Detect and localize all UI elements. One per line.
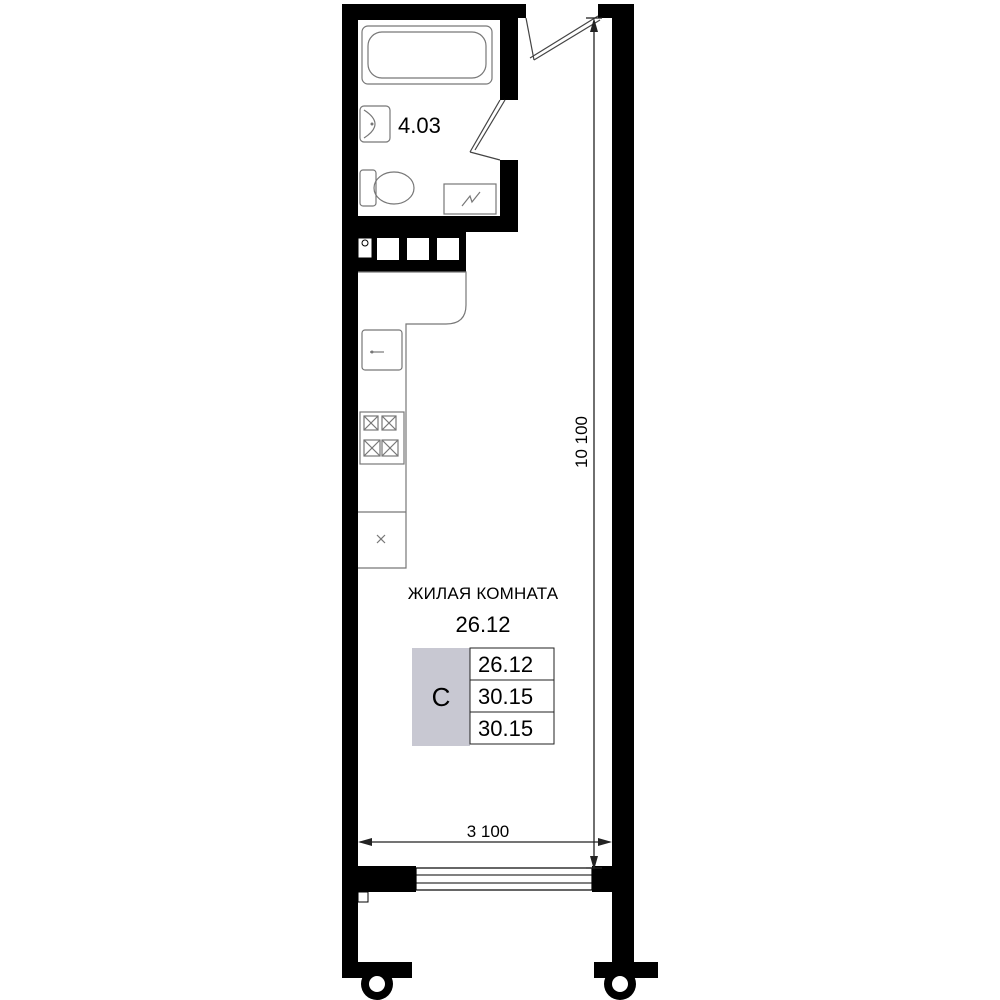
living-room-area: 26.12 xyxy=(455,612,510,637)
balcony-outlet xyxy=(357,891,369,903)
balcony-post-inner xyxy=(369,976,385,992)
ventilation-shafts xyxy=(357,237,459,260)
shower-box xyxy=(443,183,497,215)
area-summary-table: С 26.12 30.15 30.15 xyxy=(412,647,555,746)
dimension-width-label: 3 100 xyxy=(467,822,510,841)
apartment-type-cell xyxy=(412,648,470,746)
kitchen-sink xyxy=(361,329,403,371)
apartment-type-label: С xyxy=(432,682,451,712)
dimension-length-label: 10 100 xyxy=(572,416,591,468)
living-area-value: 26.12 xyxy=(478,652,533,677)
sink xyxy=(359,105,391,143)
total-area-value: 30.15 xyxy=(478,684,533,709)
kitchen-counter xyxy=(358,271,467,569)
dimension-vertical xyxy=(586,17,602,870)
living-room-name: ЖИЛАЯ КОМНАТА xyxy=(408,584,559,603)
total-area-with-balcony-value: 30.15 xyxy=(478,716,533,741)
dishwasher xyxy=(376,534,386,544)
window xyxy=(415,867,593,891)
balcony-post-inner xyxy=(612,976,628,992)
toilet xyxy=(359,169,415,207)
cooktop xyxy=(359,411,405,465)
dimension-horizontal xyxy=(358,838,612,846)
bathroom-area: 4.03 xyxy=(398,113,441,138)
entrance-door xyxy=(525,15,601,61)
bathtub xyxy=(361,25,493,85)
bathroom-door xyxy=(469,99,506,161)
